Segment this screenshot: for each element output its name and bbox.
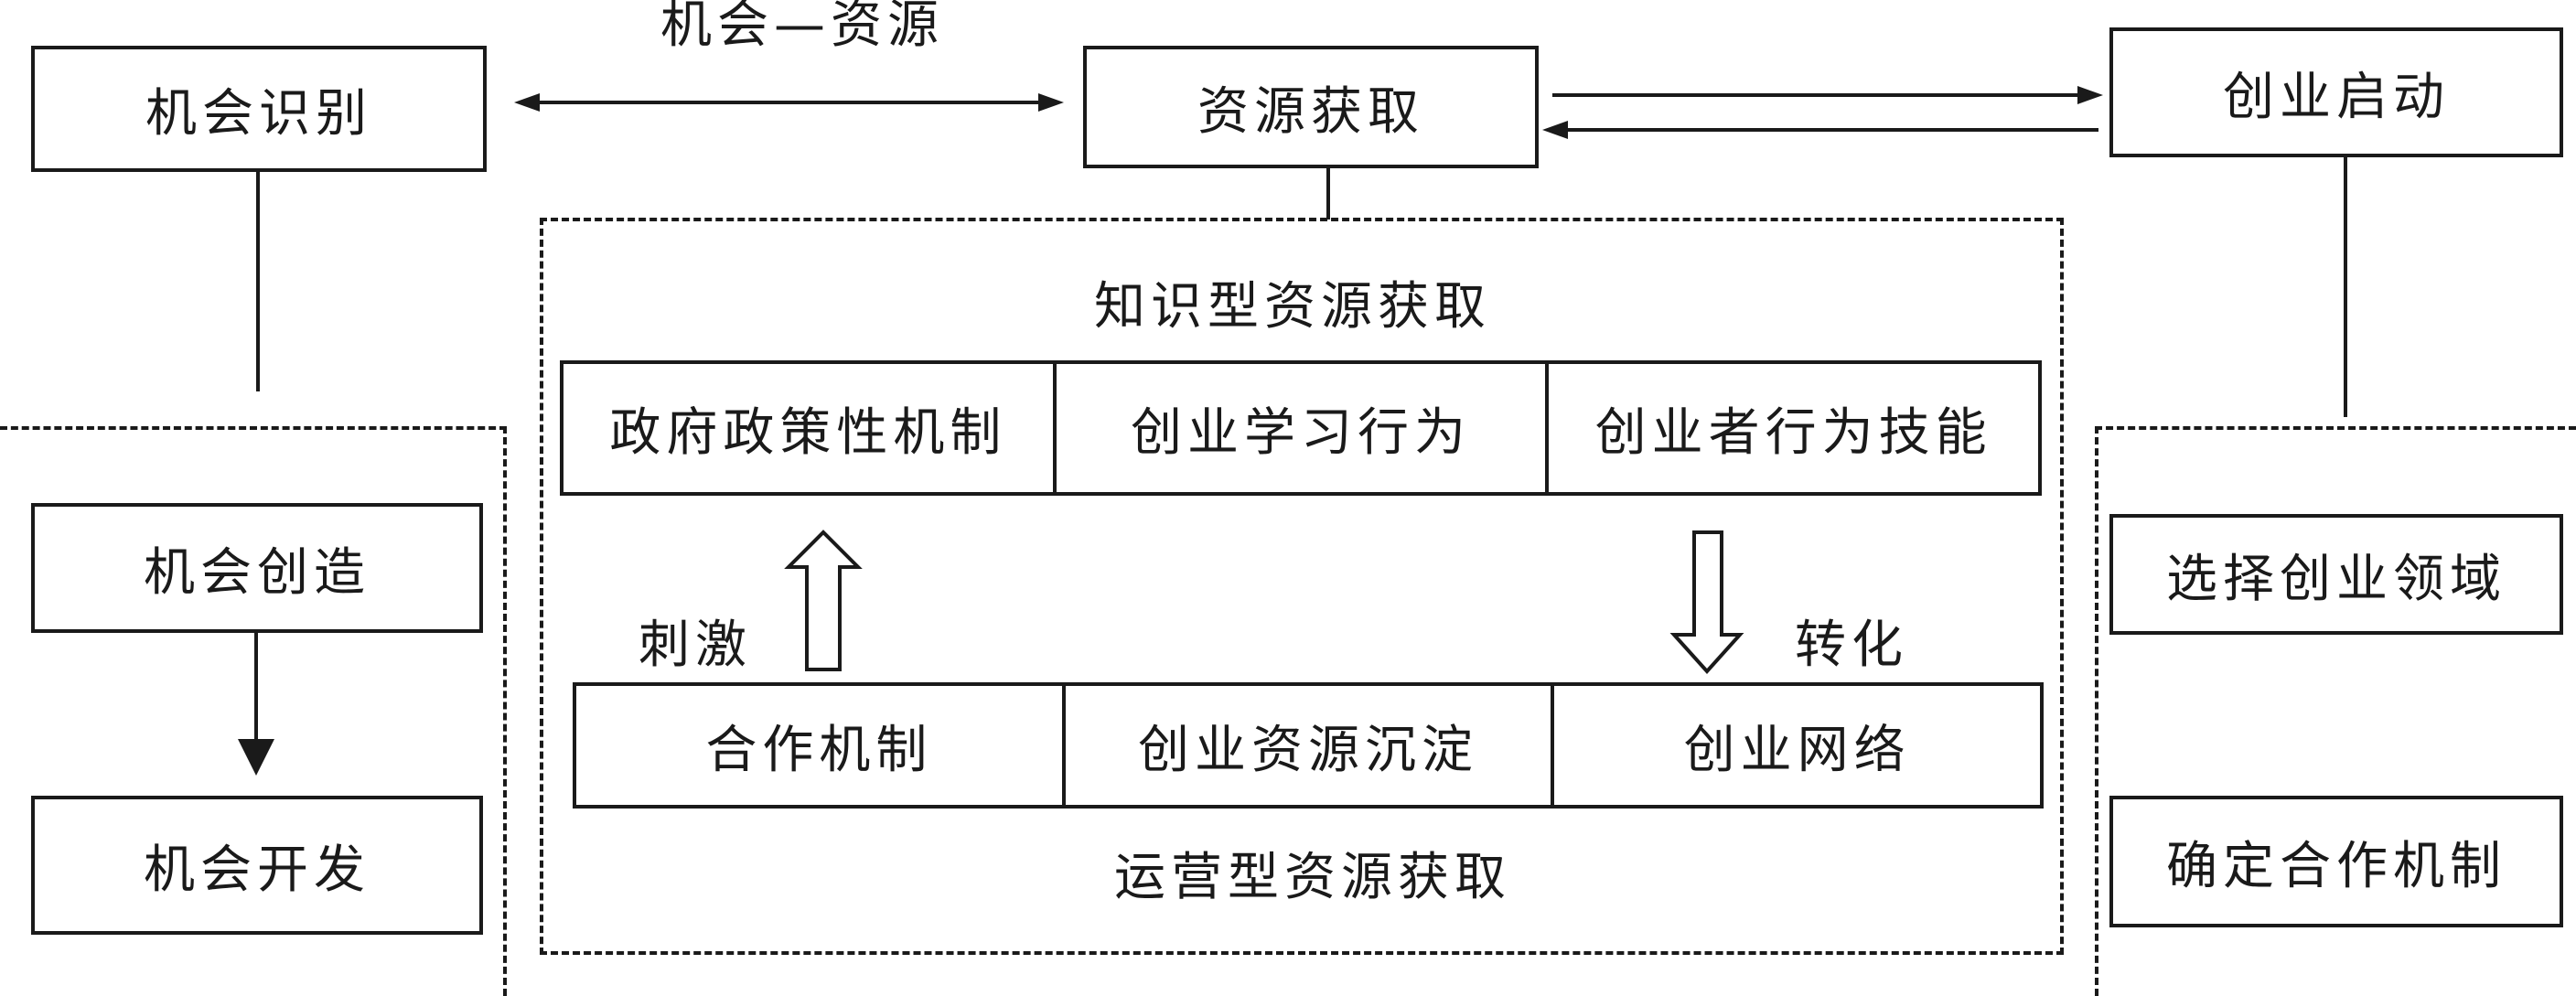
knowledge-cell-government-policy: 政府政策性机制 xyxy=(609,402,1007,463)
startup-group xyxy=(2095,426,2576,996)
operational-resource-title: 运营型资源获取 xyxy=(1114,848,1511,907)
startup-to-acquisition-arrow xyxy=(1542,121,2098,139)
opportunity-creation-box: 机会创造 xyxy=(31,503,483,633)
knowledge-cell-entrepreneur-skills: 创业者行为技能 xyxy=(1545,364,2038,492)
knowledge-resource-row: 政府政策性机制 创业学习行为 创业者行为技能 xyxy=(560,360,2042,496)
choose-field-box: 选择创业领域 xyxy=(2109,514,2563,635)
creation-to-development-arrow xyxy=(238,633,274,776)
opportunity-resource-label: 机会—资源 xyxy=(660,0,944,55)
stimulus-label: 刺激 xyxy=(639,616,752,675)
transform-hollow-arrow xyxy=(1669,530,1744,674)
operational-resource-row: 合作机制 创业资源沉淀 创业网络 xyxy=(573,682,2044,809)
operational-cell-network: 创业网络 xyxy=(1551,686,2040,805)
operational-cell-cooperation: 合作机制 xyxy=(705,720,933,780)
opportunity-development-box: 机会开发 xyxy=(31,796,483,935)
stimulus-hollow-arrow xyxy=(784,530,863,671)
acquisition-to-startup-arrow xyxy=(1552,86,2103,104)
resource-acquisition-group xyxy=(540,218,2064,955)
opportunity-group xyxy=(0,426,507,996)
opportunity-identification-box: 机会识别 xyxy=(31,46,487,172)
knowledge-resource-title: 知识型资源获取 xyxy=(1094,277,1491,337)
venture-startup-box: 创业启动 xyxy=(2109,27,2563,157)
opportunity-resource-arrow xyxy=(514,93,1064,112)
knowledge-cell-entrepreneurial-learning: 创业学习行为 xyxy=(1052,364,1546,492)
operational-cell-resource-accumulation: 创业资源沉淀 xyxy=(1061,686,1551,805)
define-cooperation-box: 确定合作机制 xyxy=(2109,796,2563,927)
resource-acquisition-box: 资源获取 xyxy=(1083,46,1539,168)
transform-label: 转化 xyxy=(1795,616,1908,675)
